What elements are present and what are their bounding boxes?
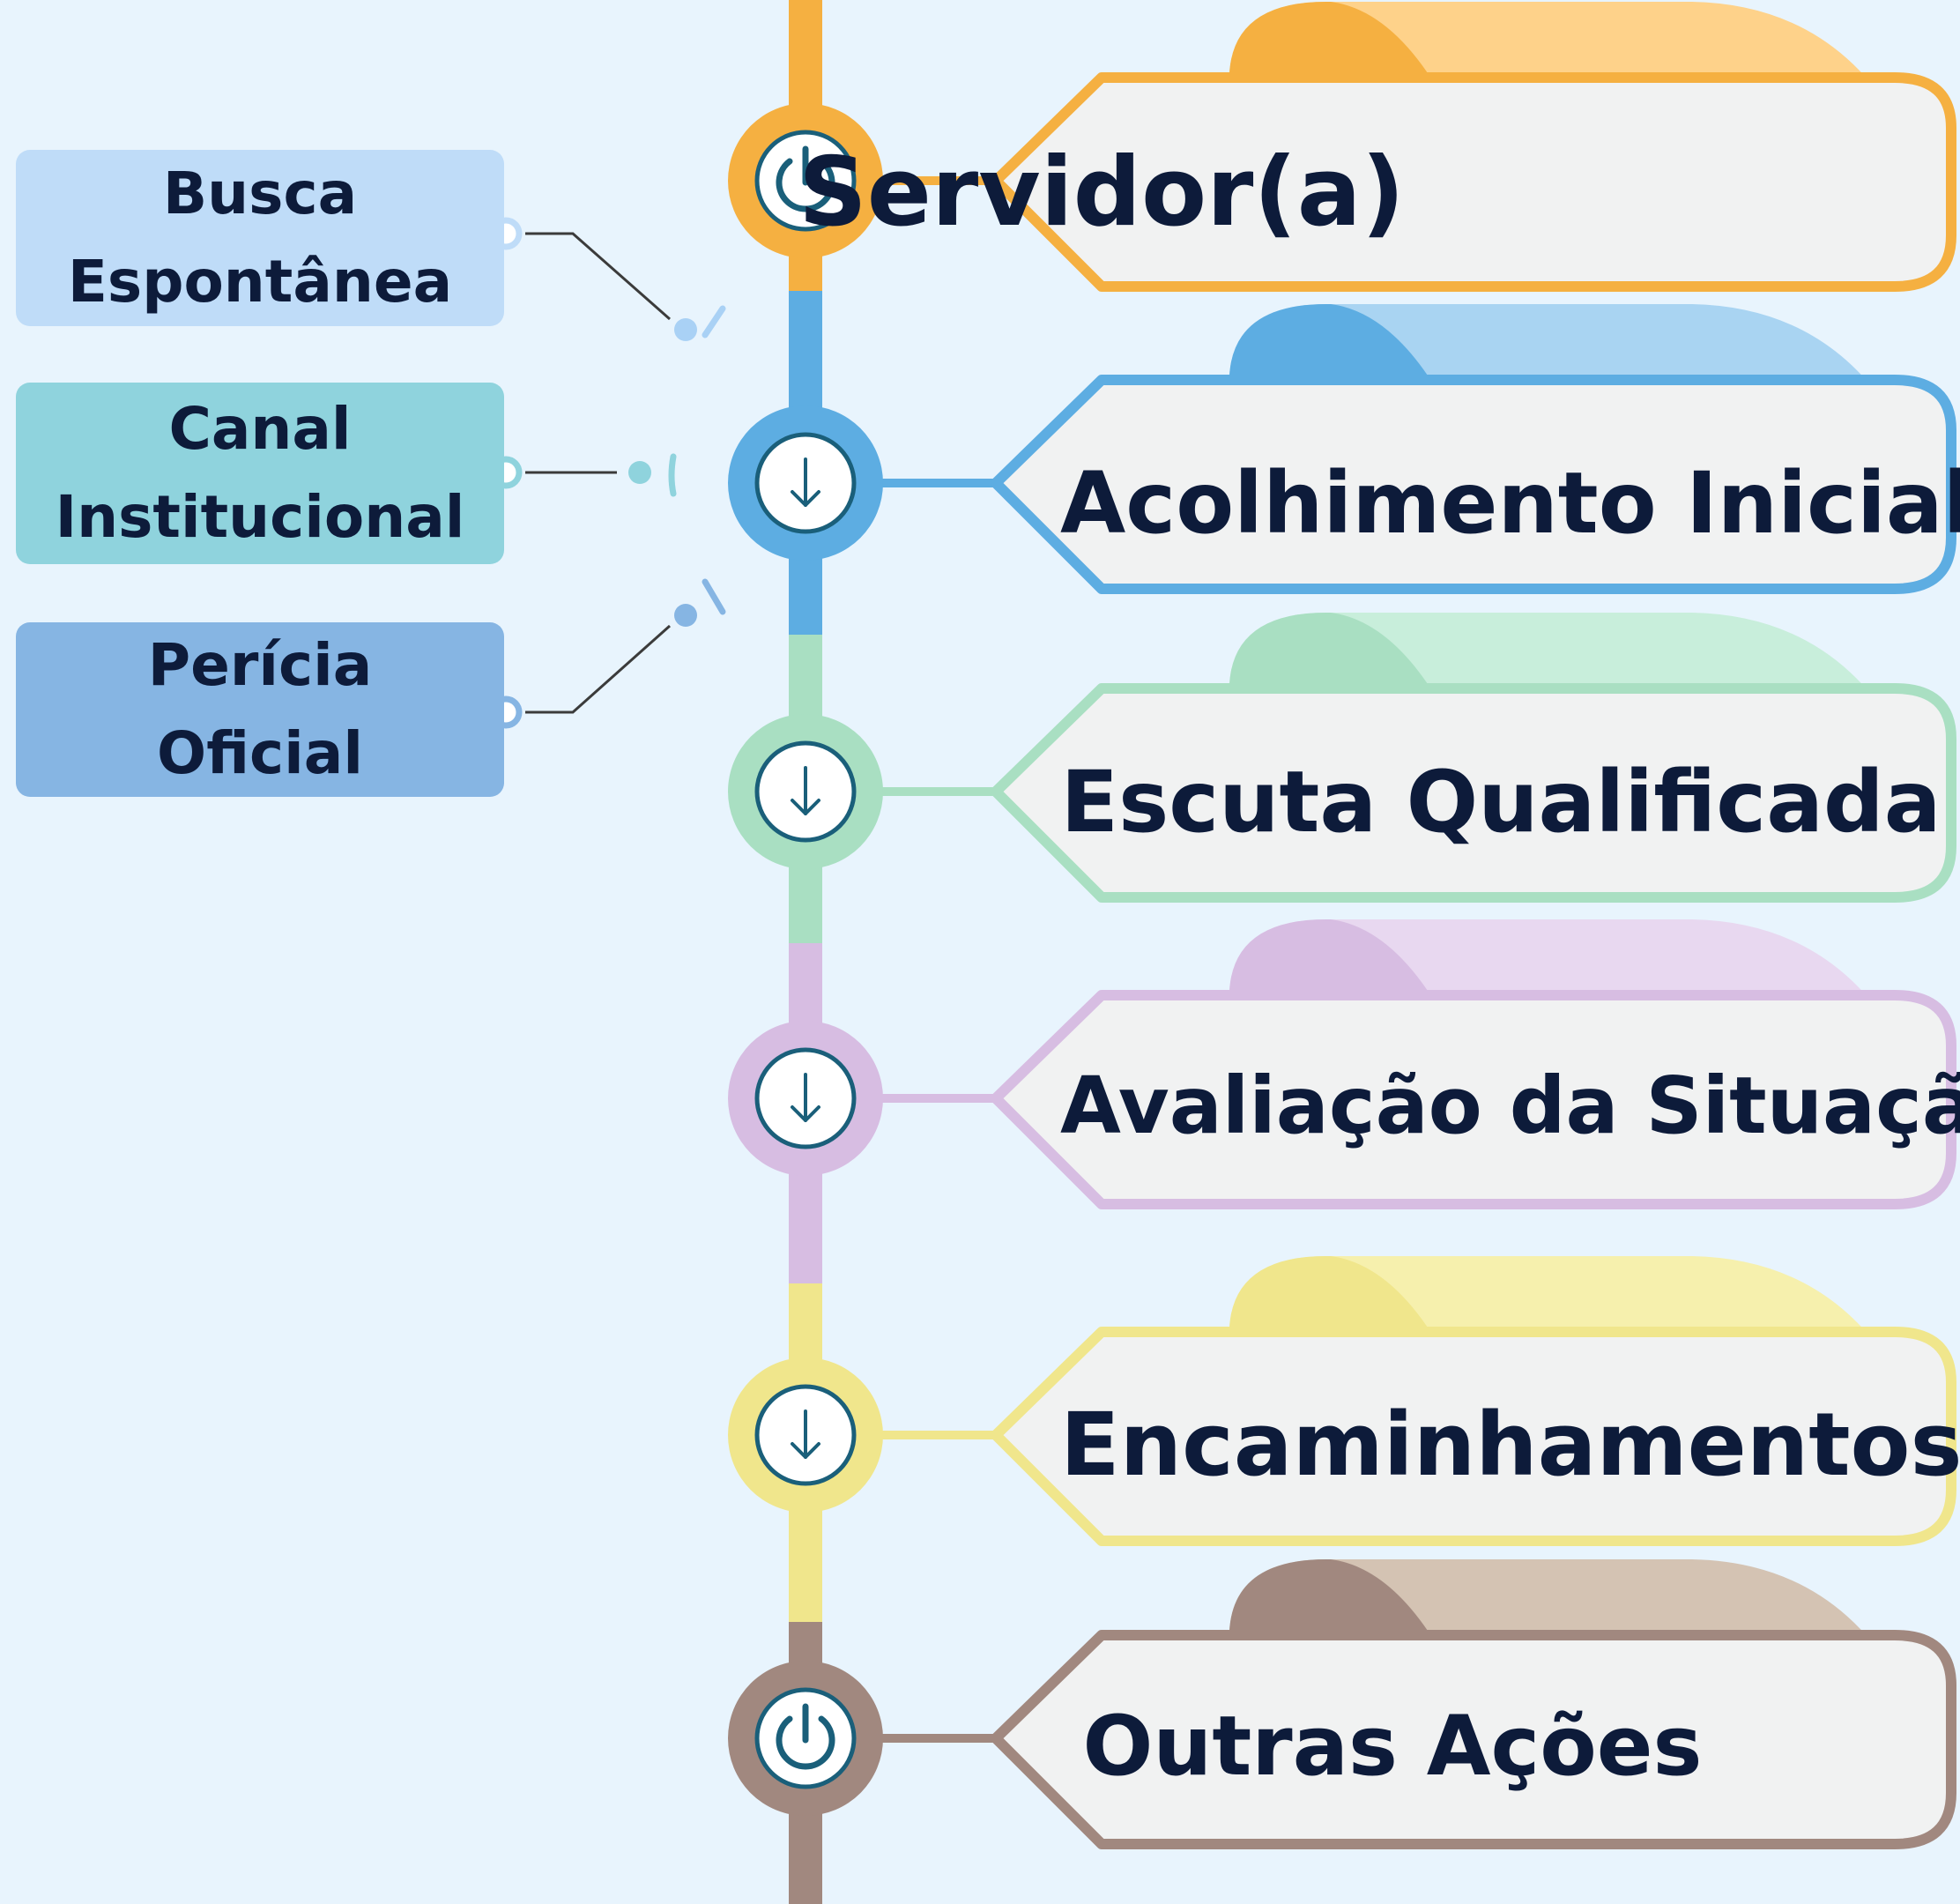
source-label-line2: Oficial (157, 719, 363, 787)
source-dot (628, 461, 651, 484)
source-arc (668, 453, 677, 497)
source-connector (525, 232, 671, 321)
source-label-line1: Perícia (147, 630, 373, 699)
source-dot (674, 318, 697, 341)
arrow-head (791, 490, 820, 507)
step-card (991, 1630, 1956, 1849)
step-label-outras-acoes: Outras Ações (1082, 1699, 1703, 1795)
step-label-acolhimento-inicial: Acolhimento Inicial (1060, 454, 1960, 553)
source-box-busca-espontanea: Busca Espontânea (16, 150, 504, 326)
source-arc (702, 305, 726, 338)
source-connector (525, 624, 671, 714)
folder-tab-dark (1229, 303, 1428, 376)
folder-tab-dark (1229, 1255, 1428, 1328)
step-label-servidor: Servidor(a) (798, 138, 1406, 248)
arrow-head (791, 799, 820, 815)
arrow-down-icon (791, 457, 820, 507)
step-label-avaliacao-da-situacao: Avaliação da Situação (1060, 1060, 1960, 1151)
folder-tab-dark (1229, 1558, 1428, 1631)
source-dot (674, 604, 697, 627)
power-arc (776, 158, 835, 212)
step-card (991, 1327, 1956, 1546)
step-label-encaminhamentos: Encaminhamentos (1060, 1395, 1960, 1496)
arrow-down-icon (791, 1409, 820, 1459)
source-arc (702, 578, 726, 615)
power-arc (776, 1715, 835, 1770)
folder-tab-dark (1229, 1, 1428, 73)
step-card (991, 683, 1956, 903)
folder-tab-dark (1229, 919, 1428, 991)
step-card (991, 375, 1956, 594)
source-box-pericia-oficial: Perícia Oficial (16, 622, 504, 797)
power-icon (776, 145, 835, 212)
source-label-line2: Institucional (55, 483, 465, 551)
source-label-line1: Canal (168, 394, 352, 463)
step-label-escuta-qualificada: Escuta Qualificada (1060, 753, 1941, 852)
source-label-line2: Espontânea (67, 248, 453, 316)
arrow-down-icon (791, 1073, 820, 1122)
power-icon (776, 1703, 835, 1770)
source-label-line1: Busca (162, 159, 358, 227)
arrow-head (791, 1442, 820, 1459)
arrow-down-icon (791, 766, 820, 815)
source-box-canal-institucional: Canal Institucional (16, 383, 504, 564)
folder-tab-dark (1229, 612, 1428, 684)
arrow-head (791, 1105, 820, 1122)
step-card (991, 72, 1956, 292)
step-card (991, 990, 1956, 1209)
